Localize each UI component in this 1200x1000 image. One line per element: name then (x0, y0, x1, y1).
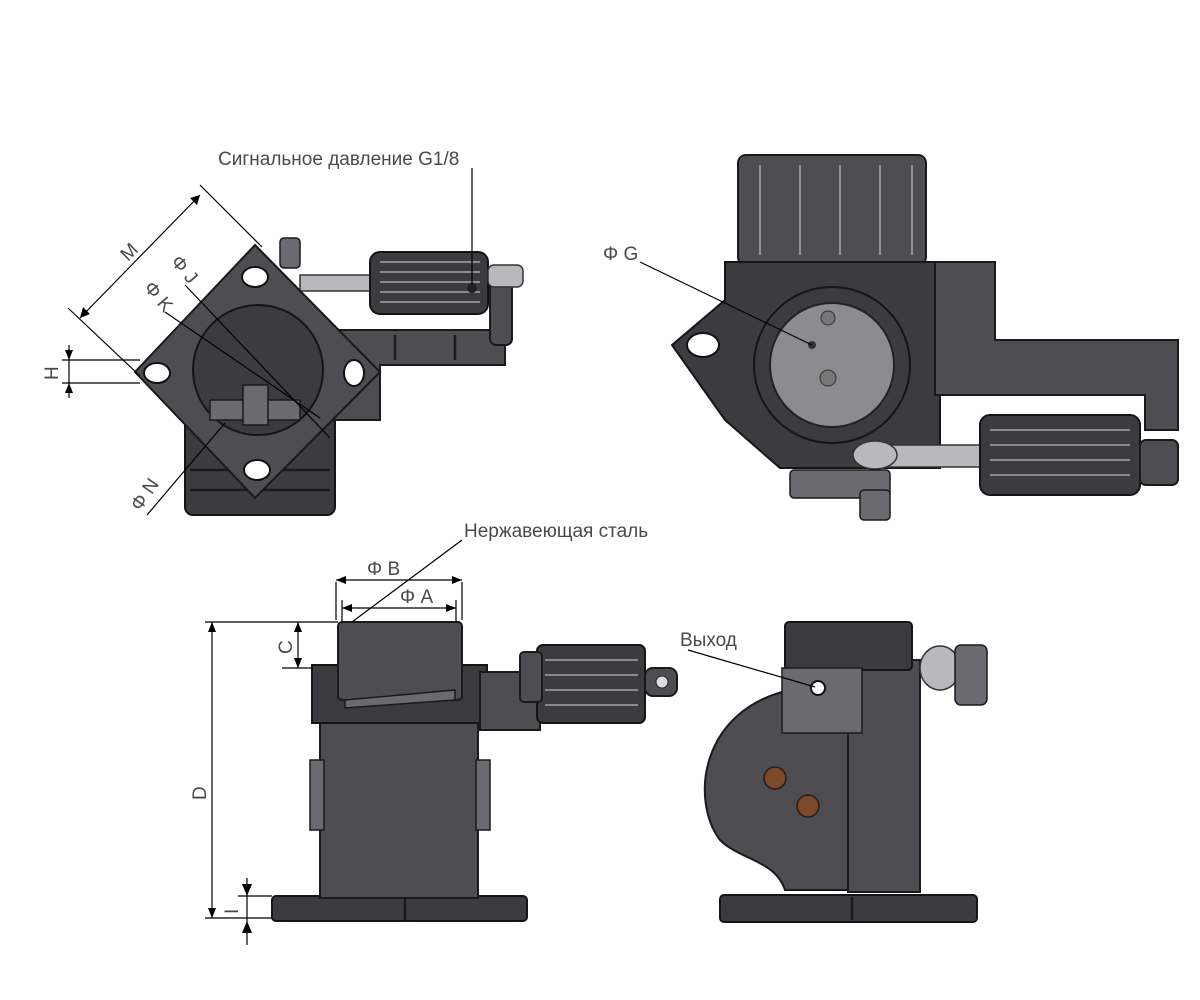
dim-d-label: D (190, 786, 211, 800)
dim-phi-b-label: Φ B (367, 559, 400, 580)
label-outlet: Выход (680, 630, 737, 651)
top-view (62, 168, 524, 516)
dim-m-label: M (117, 239, 143, 265)
dim-phi-j-label: Φ J (166, 252, 201, 288)
label-signal-pressure: Сигнальное давление G1/8 (218, 149, 459, 170)
side-view (687, 621, 988, 923)
dim-phi-k-label: Φ K (139, 278, 177, 317)
dim-h-label: H (42, 366, 63, 380)
dim-c-label: C (276, 640, 297, 654)
dim-i-label: I (222, 909, 243, 914)
dim-phi-g-label: Φ G (603, 244, 638, 265)
dim-phi-n-label: Φ N (127, 475, 164, 515)
front-view (205, 539, 678, 945)
label-stainless-steel: Нержавеющая сталь (464, 521, 648, 542)
dim-phi-a-label: Φ A (400, 587, 433, 608)
bottom-view (639, 154, 1179, 521)
